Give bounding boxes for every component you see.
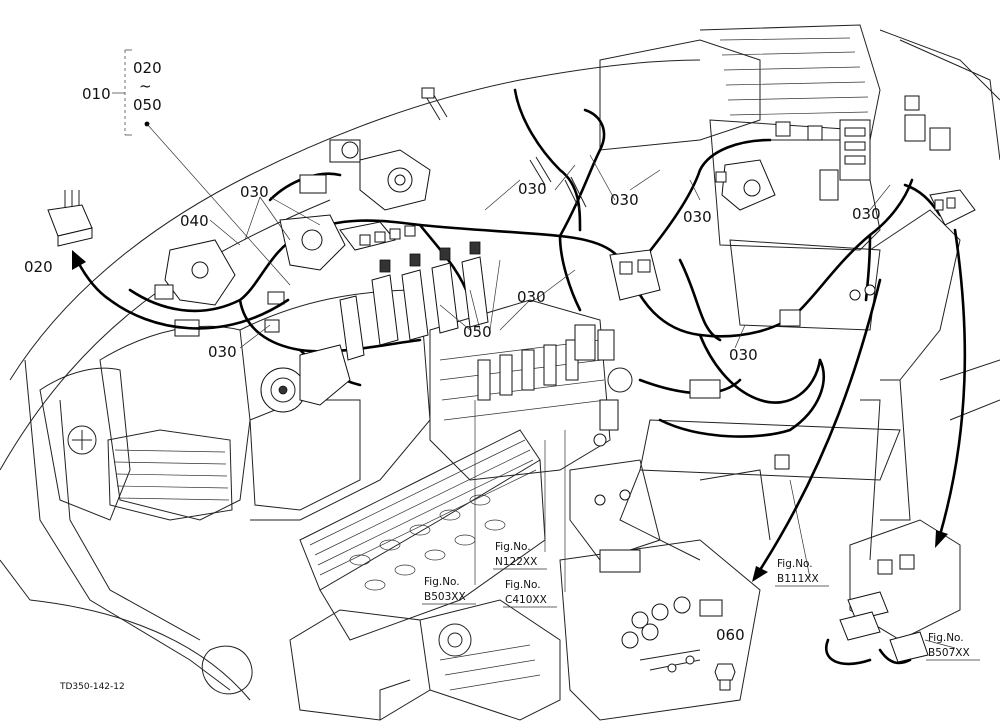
fig-ref-b503-number: B503XX <box>424 591 466 603</box>
callout-020: 020 <box>24 258 53 276</box>
fig-ref-b111: Fig.No. B111XX <box>775 558 829 587</box>
inset-b507-detail <box>825 519 961 666</box>
connector-cluster-left <box>154 139 431 337</box>
fig-ref-n122: Fig.No. N122XX <box>493 541 547 570</box>
callout-040: 040 <box>180 212 209 230</box>
fig-ref-b503: Fig.No. B503XX <box>422 576 476 605</box>
cab-structure <box>599 24 1000 561</box>
callout-030-g: 030 <box>517 288 546 306</box>
main-wiring-harness <box>128 88 942 438</box>
callout-030-c: 030 <box>518 180 547 198</box>
fig-ref-b507-label: Fig.No. <box>928 632 964 644</box>
fig-ref-b111-number: B111XX <box>777 573 819 585</box>
alternator <box>260 344 351 413</box>
callout-labels: 010 020 ~ 050 020 040 030 030 030 030 03… <box>24 59 881 644</box>
callout-020-range-start: 020 <box>133 59 162 77</box>
tractor-hood-outline <box>0 59 701 701</box>
figure-references: Fig.No. B503XX Fig.No. N122XX Fig.No. C4… <box>422 541 980 661</box>
fuel-injectors <box>339 87 587 361</box>
callout-030-a: 030 <box>240 183 269 201</box>
relay-020 <box>47 190 93 247</box>
callout-050: 050 <box>463 323 492 341</box>
callout-030-h: 030 <box>729 346 758 364</box>
fig-ref-b503-label: Fig.No. <box>424 576 460 588</box>
radiator-grill <box>299 429 546 641</box>
battery-panel <box>559 539 761 721</box>
fig-ref-c410-label: Fig.No. <box>505 579 541 591</box>
fig-ref-b111-label: Fig.No. <box>777 558 813 570</box>
bolt-060 <box>714 663 736 691</box>
callout-010: 010 <box>82 85 111 103</box>
relay-cluster-right <box>574 95 976 470</box>
fig-ref-n122-label: Fig.No. <box>495 541 531 553</box>
reference-arrows <box>72 228 967 582</box>
callout-050-range-end: 050 <box>133 96 162 114</box>
fig-ref-b507-number: B507XX <box>928 647 970 659</box>
drawing-code: TD350-142-12 <box>59 682 125 692</box>
fig-ref-n122-number: N122XX <box>495 556 537 568</box>
callout-030-f: 030 <box>852 205 881 223</box>
leader-lines <box>112 49 956 649</box>
callout-030-d: 030 <box>610 191 639 209</box>
callout-030-b: 030 <box>208 343 237 361</box>
fig-ref-c410-number: C410XX <box>505 594 547 606</box>
fig-ref-c410: Fig.No. C410XX <box>503 579 557 608</box>
front-axle-components <box>289 599 561 721</box>
callout-060: 060 <box>716 626 745 644</box>
fig-ref-b507: Fig.No. B507XX <box>926 632 980 661</box>
callout-030-e: 030 <box>683 208 712 226</box>
callout-range-tilde: ~ <box>139 77 152 95</box>
